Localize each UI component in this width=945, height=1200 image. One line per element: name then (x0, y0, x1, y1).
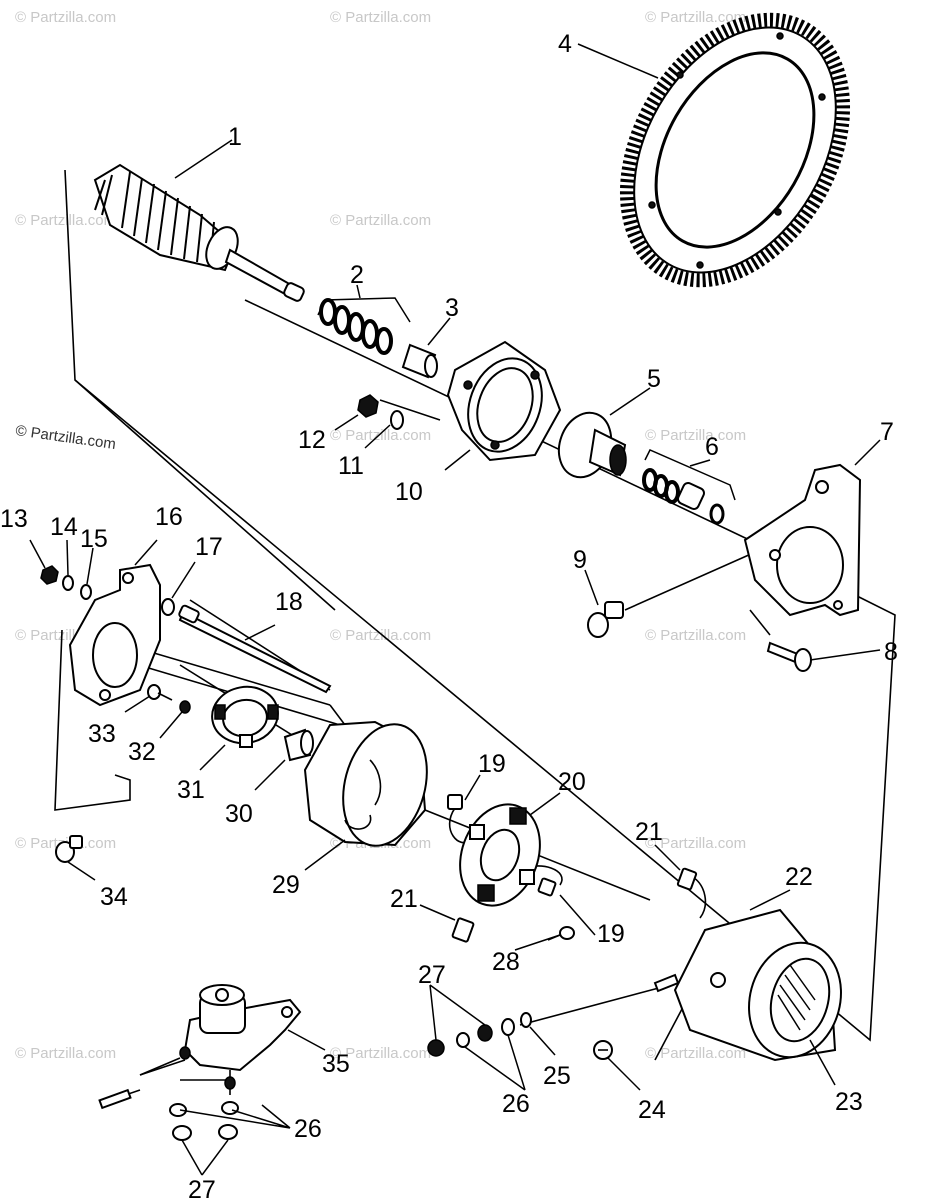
callout-21: 21 (390, 885, 418, 913)
armature-part (93, 163, 305, 302)
callout-1: 1 (228, 123, 242, 151)
bolt-part (587, 601, 624, 638)
callout-labels: 1 2 3 4 5 6 7 8 9 10 11 12 13 14 15 16 1… (0, 30, 898, 1200)
nut-part (357, 394, 404, 430)
watermark: © Partzilla.com (645, 9, 746, 26)
callout-19: 19 (478, 750, 506, 778)
callout-29: 29 (272, 871, 300, 899)
callout-7: 7 (880, 418, 894, 446)
yoke-cover-part (303, 720, 428, 847)
watermark: © Partzilla.com (15, 9, 116, 26)
callout-5: 5 (647, 365, 661, 393)
callout-2: 2 (350, 261, 364, 289)
field-frame-part (653, 908, 842, 1062)
spring-part (642, 468, 725, 525)
drive-housing-part (446, 340, 562, 462)
callout-25: 25 (543, 1062, 571, 1090)
callout-26b: 26 (294, 1115, 322, 1143)
watermarks: © Partzilla.com © Partzilla.com © Partzi… (14, 9, 746, 1062)
callout-13: 13 (0, 505, 28, 533)
watermark: © Partzilla.com (15, 1045, 116, 1062)
callout-19b: 19 (597, 920, 625, 948)
terminal-hardware-part (427, 1012, 532, 1057)
callout-12: 12 (298, 426, 326, 454)
fastener-set-part (40, 565, 92, 600)
watermark: © Partzilla.com (330, 9, 431, 26)
through-bolt-part (161, 598, 332, 694)
callout-35: 35 (322, 1050, 350, 1078)
callout-22: 22 (785, 863, 813, 891)
pinion-part (557, 411, 627, 479)
mounting-bracket-part (743, 463, 862, 617)
callout-4: 4 (558, 30, 572, 58)
callout-18: 18 (275, 588, 303, 616)
callout-10: 10 (395, 478, 423, 506)
callout-26: 26 (502, 1090, 530, 1118)
callout-27: 27 (418, 961, 446, 989)
watermark: © Partzilla.com (330, 212, 431, 229)
watermark: © Partzilla.com (645, 627, 746, 644)
callout-8: 8 (884, 638, 898, 666)
callout-17: 17 (195, 533, 223, 561)
brush-part (451, 867, 707, 943)
callout-14: 14 (50, 513, 78, 541)
callout-16: 16 (155, 503, 183, 531)
solenoid-nut-set-part (169, 1101, 239, 1141)
callout-32: 32 (128, 738, 156, 766)
screw-part (147, 684, 191, 714)
callout-21b: 21 (635, 818, 663, 846)
callout-27b: 27 (188, 1176, 216, 1200)
callout-15: 15 (80, 525, 108, 553)
watermark: © Partzilla.com (15, 212, 116, 229)
end-plate-part (68, 563, 161, 707)
leader-lines (29, 43, 881, 1176)
callout-31: 31 (177, 776, 205, 804)
bearing-plate-part (211, 685, 279, 748)
callout-3: 3 (445, 294, 459, 322)
sleeve-part (401, 343, 438, 379)
watermark: © Partzilla.com (330, 1045, 431, 1062)
ring-gear-part (619, 12, 851, 288)
watermark: © Partzilla.com (645, 1045, 746, 1062)
bolt-part (766, 641, 812, 672)
bushing-part (283, 728, 314, 762)
watermark: © Partzilla.com (645, 835, 746, 852)
callout-23: 23 (835, 1088, 863, 1116)
screw-part (593, 1040, 613, 1060)
watermark: © Partzilla.com (330, 427, 431, 444)
callout-24: 24 (638, 1096, 666, 1124)
screw-part (55, 835, 83, 863)
callout-30: 30 (225, 800, 253, 828)
brush-holder-part (459, 803, 541, 907)
watermark: © Partzilla.com (14, 422, 116, 453)
callout-33: 33 (88, 720, 116, 748)
solenoid-part (98, 984, 302, 1110)
spring-set-part (319, 298, 393, 355)
callout-6: 6 (705, 433, 719, 461)
callout-20: 20 (558, 768, 586, 796)
watermark: © Partzilla.com (330, 627, 431, 644)
callout-9: 9 (573, 546, 587, 574)
callout-11: 11 (338, 452, 364, 480)
callout-34: 34 (100, 883, 128, 911)
watermark: © Partzilla.com (645, 427, 746, 444)
callout-28: 28 (492, 948, 520, 976)
